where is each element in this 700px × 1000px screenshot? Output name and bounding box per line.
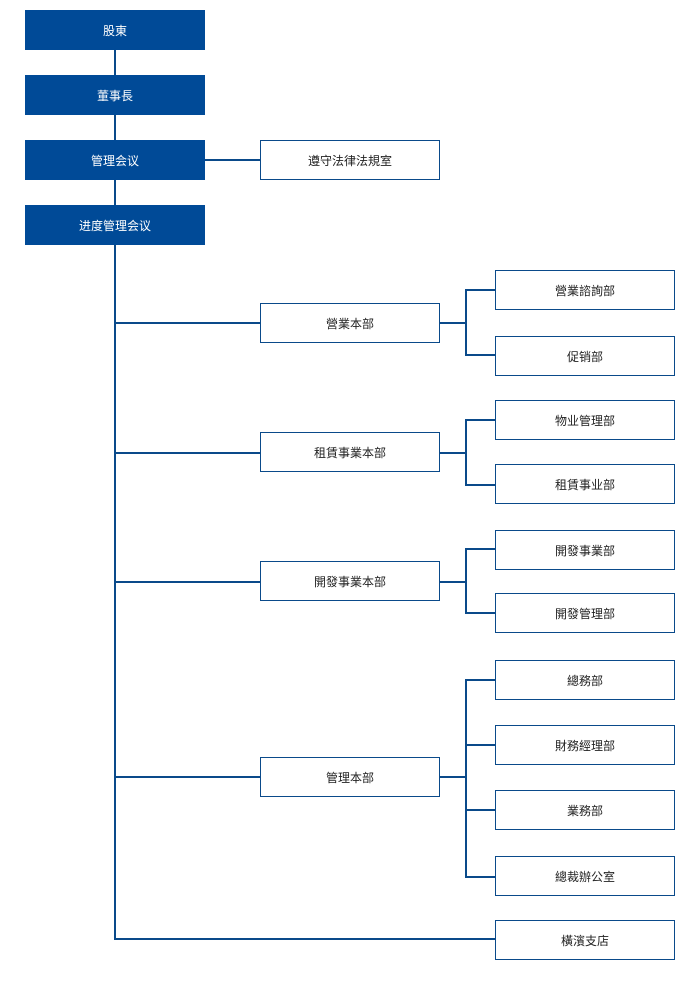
department-box: 開發事業部 — [495, 530, 675, 570]
department-box: 業務部 — [495, 790, 675, 830]
leasing-branch-line — [115, 452, 260, 454]
administration-division-box: 管理本部 — [260, 757, 440, 797]
management-meeting-box: 管理会议 — [25, 140, 205, 180]
department-box: 租賃事业部 — [495, 464, 675, 504]
department-box: 總務部 — [495, 660, 675, 700]
development-bracket — [465, 548, 467, 614]
administration-stub — [440, 776, 466, 778]
sales-bracket — [465, 289, 467, 355]
department-box: 營業諮詢部 — [495, 270, 675, 310]
development-stub — [440, 581, 466, 583]
development-dept-line-2 — [465, 612, 495, 614]
sales-dept-line-1 — [465, 289, 495, 291]
administration-dept-line-4 — [465, 876, 495, 878]
department-box: 財務經理部 — [495, 725, 675, 765]
sales-dept-line-2 — [465, 354, 495, 356]
board-chairman-box: 董事長 — [25, 75, 205, 115]
development-dept-line-1 — [465, 548, 495, 550]
sales-division-box: 營業本部 — [260, 303, 440, 343]
administration-bracket — [465, 679, 467, 877]
compliance-connector — [205, 159, 260, 161]
leasing-dept-line-1 — [465, 419, 495, 421]
leasing-dept-line-2 — [465, 484, 495, 486]
administration-dept-line-1 — [465, 679, 495, 681]
department-box: 促销部 — [495, 336, 675, 376]
leasing-stub — [440, 452, 466, 454]
administration-branch-line — [115, 776, 260, 778]
shareholders-box: 股東 — [25, 10, 205, 50]
compliance-office-box: 遵守法律法規室 — [260, 140, 440, 180]
progress-meeting-box: 进度管理会议 — [25, 205, 205, 245]
administration-dept-line-2 — [465, 744, 495, 746]
development-division-box: 開發事業本部 — [260, 561, 440, 601]
yokohama-branch-box: 橫濱支店 — [495, 920, 675, 960]
department-box: 總裁辦公室 — [495, 856, 675, 896]
sales-branch-line — [115, 322, 260, 324]
department-box: 開發管理部 — [495, 593, 675, 633]
department-box: 物业管理部 — [495, 400, 675, 440]
leasing-division-box: 租賃事業本部 — [260, 432, 440, 472]
sales-stub — [440, 322, 466, 324]
leasing-bracket — [465, 419, 467, 485]
main-trunk-line — [114, 50, 116, 940]
development-branch-line — [115, 581, 260, 583]
administration-dept-line-3 — [465, 809, 495, 811]
yokohama-branch-line — [115, 938, 495, 940]
